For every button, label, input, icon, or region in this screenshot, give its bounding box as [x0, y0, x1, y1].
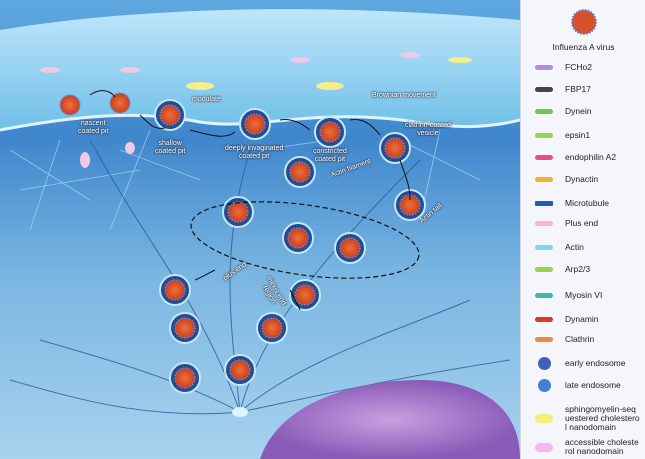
endophilin-a2-icon [533, 150, 555, 164]
legend-item-late-endosome: late endosome [533, 378, 643, 392]
legend-item-accessible-cholesterol-nanodom: accessible cholesterol nanodomain [533, 438, 643, 456]
legend-item-label: Arp2/3 [565, 263, 591, 274]
early-endosome-icon [533, 356, 555, 370]
legend-item-microtubule: Microtubule [533, 196, 643, 210]
legend-item-actin: Actin [533, 240, 643, 254]
legend-item-clathrin: Clathrin [533, 332, 643, 346]
actin-icon [533, 240, 555, 254]
label-nascent-coated-pit: nascent coated pit [78, 120, 109, 135]
late-endosome-icon [533, 378, 555, 392]
label-constricted-coated-pit: constricted coated pit [313, 148, 347, 163]
legend-item-label: Dynein [565, 105, 592, 116]
virus-particle [314, 116, 346, 148]
virus-particle [239, 108, 271, 140]
virus-particle [394, 189, 426, 221]
accessible-cholesterol-n-icon [533, 440, 555, 454]
legend-item-fcho2: FCHo2 [533, 60, 643, 74]
legend-item-label: sphingomyelin-sequestered cholesterol na… [565, 404, 640, 432]
label-shallow-coated-pit: shallow coated pit [155, 140, 186, 155]
virus-particle [159, 274, 191, 306]
sphingomyelin-sequestere-icon [533, 412, 555, 426]
virus-particle [334, 232, 366, 264]
legend-item-dynamin: Dynamin [533, 312, 643, 326]
legend-item-label: FCHo2 [565, 61, 592, 72]
legend-item-label: late endosome [565, 379, 621, 390]
epsin1-icon [533, 128, 555, 142]
dynactin-icon [533, 172, 555, 186]
virus-particle [109, 92, 131, 114]
arp2-3-icon [533, 262, 555, 276]
legend-item-sphingomyelin-sequestered-chol: sphingomyelin-sequestered cholesterol na… [533, 405, 643, 432]
virus-particle [256, 312, 288, 344]
virus-particle [379, 132, 411, 164]
legend-item-fbp17: FBP17 [533, 82, 643, 96]
virus-particle [222, 196, 254, 228]
legend-item-label: epsin1 [565, 129, 591, 140]
legend-item-label: Dynactin [565, 173, 599, 184]
dynamin-icon [533, 312, 555, 326]
legend-item-myosin-vi: Myosin VI [533, 288, 643, 302]
endocytosis-diagram [0, 0, 520, 459]
legend-item-dynein: Dynein [533, 104, 643, 118]
legend-item-label: Plus end [565, 217, 599, 228]
virus-particle [59, 94, 81, 116]
fcho2-icon [533, 60, 555, 74]
myosin-vi-icon [533, 288, 555, 302]
legend-item-label: Clathrin [565, 333, 595, 344]
dynein-icon [533, 104, 555, 118]
legend-virus-label: Influenza A virus [552, 42, 615, 52]
virus-particle [224, 354, 256, 386]
legend-item-endophilin-a2: endophilin A2 [533, 150, 643, 164]
legend-item-label: accessible cholesterol nanodomain [565, 437, 639, 456]
virus-particle [169, 312, 201, 344]
virus-particle [154, 99, 186, 131]
microtubule-icon [533, 196, 555, 210]
label-clathrin-coated-vesicle: clathrin-coated vesicle [405, 122, 451, 137]
legend-item-label: Myosin VI [565, 289, 603, 300]
legend-item-epsin1: epsin1 [533, 128, 643, 142]
legend-item-label: Dynamin [565, 313, 599, 324]
legend-item-label: Actin [565, 241, 584, 252]
influenza-virus-icon [571, 9, 597, 35]
legend-item-early-endosome: early endosome [533, 356, 643, 370]
legend-item-plus-end: Plus end [533, 216, 643, 230]
plus-end-icon [533, 216, 555, 230]
legend-item-label: Microtubule [565, 197, 609, 208]
legend-item-label: endophilin A2 [565, 151, 617, 162]
virus-particle [289, 279, 321, 311]
fbp17-icon [533, 82, 555, 96]
legend-item-dynactin: Dynactin [533, 172, 643, 186]
label-modulate: modulate [192, 96, 221, 103]
legend-item-label: early endosome [565, 357, 626, 368]
legend-item-arp2-3: Arp2/3 [533, 262, 643, 276]
virus-particle [169, 362, 201, 394]
virus-particle [282, 222, 314, 254]
clathrin-icon [533, 332, 555, 346]
label-deeply-invaginated-coated-pit: deeply invaginated coated pit [225, 145, 284, 160]
label-brownian-movement: Brownian movement [372, 92, 436, 99]
virus-particle [284, 156, 316, 188]
legend-item-label: FBP17 [565, 83, 591, 94]
